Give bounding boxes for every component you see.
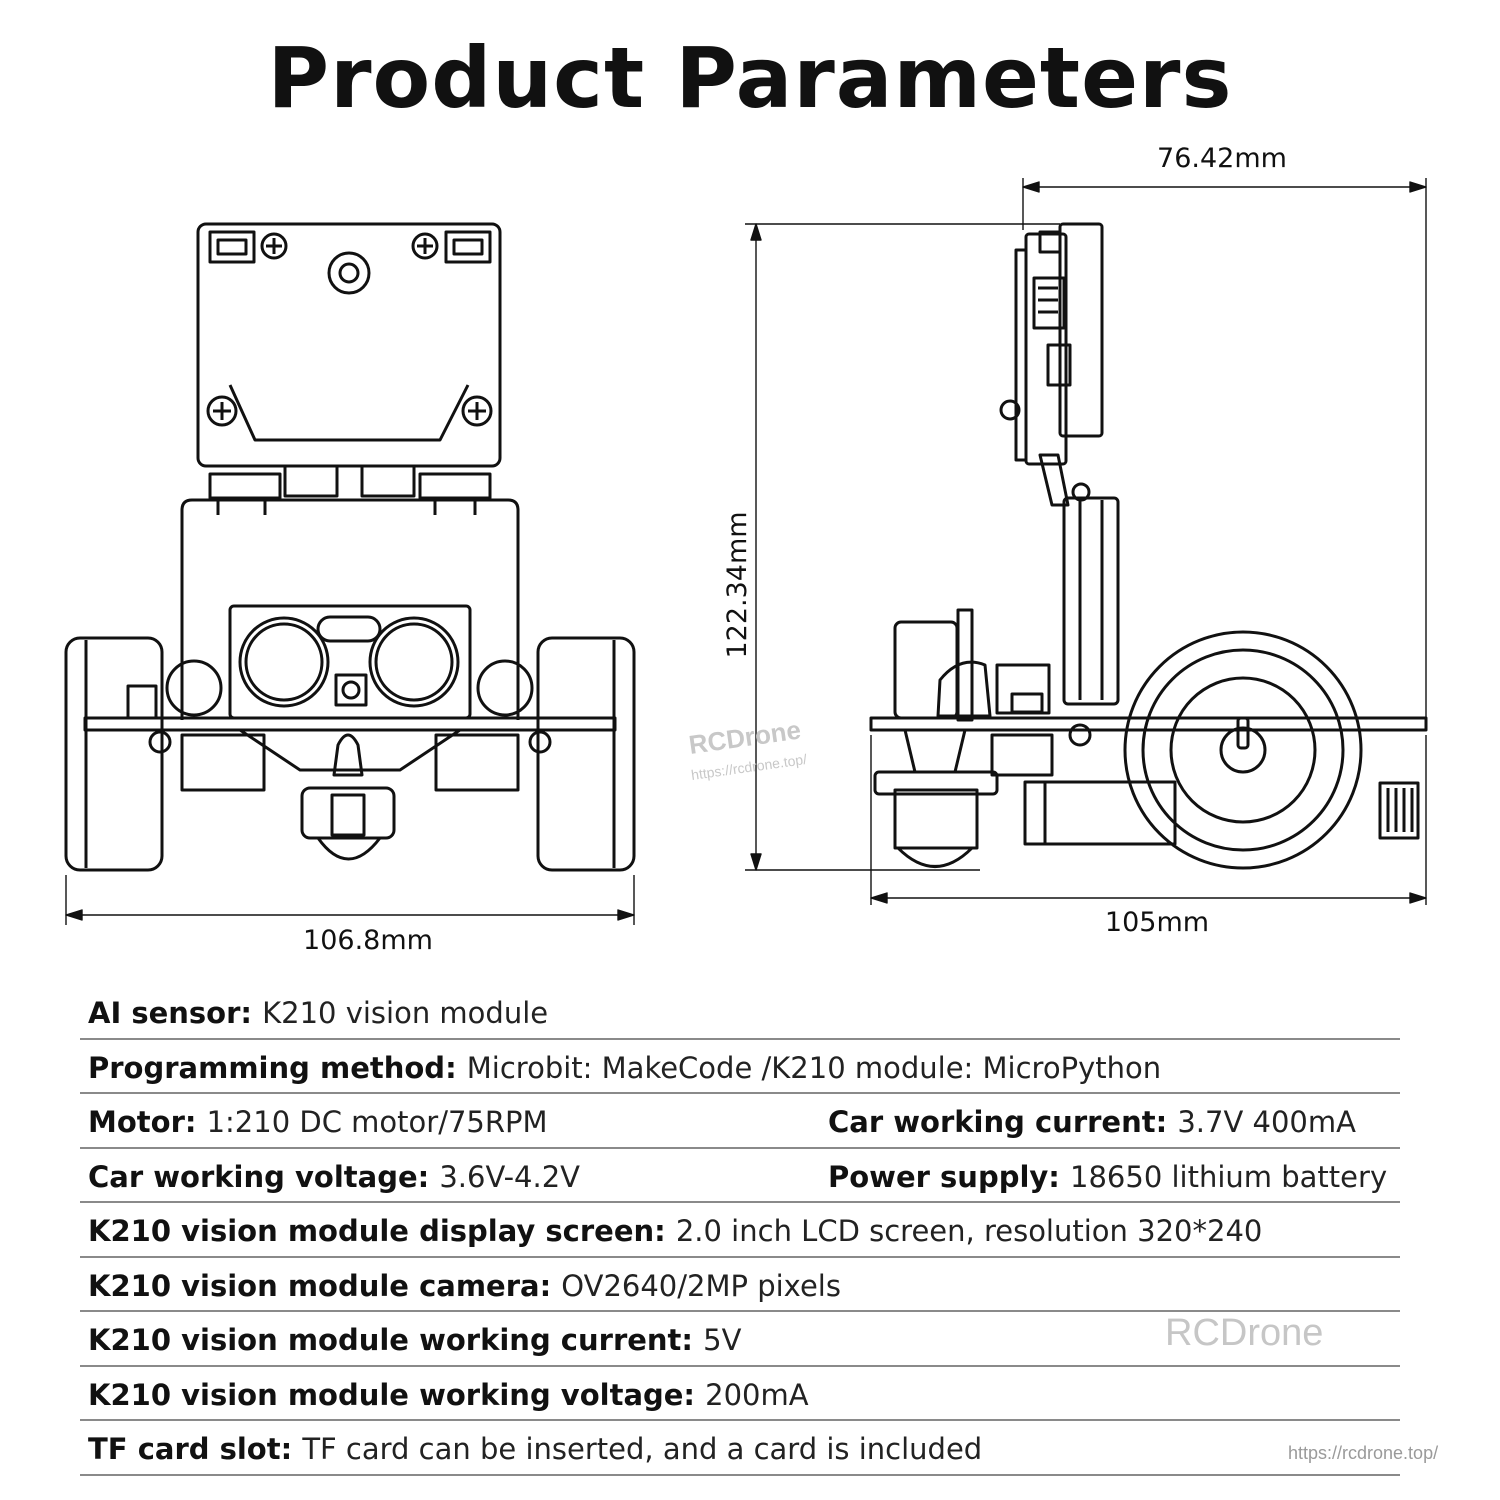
spec-row: K210 vision module working current: 5V <box>80 1312 1400 1367</box>
spec-cell: Motor: 1:210 DC motor/75RPM <box>88 1096 548 1148</box>
spec-value: 3.6V-4.2V <box>439 1159 581 1194</box>
spec-label: Car working voltage: <box>88 1159 430 1194</box>
spec-row: K210 vision module working voltage: 200mA <box>80 1367 1400 1421</box>
side-view-robot-car <box>869 222 1428 870</box>
spec-label: K210 vision module display screen: <box>88 1214 666 1248</box>
spec-label: Power supply: <box>828 1159 1060 1194</box>
spec-label: Car working current: <box>828 1105 1168 1139</box>
spec-cell: Power supply: 18650 lithium battery <box>828 1151 1387 1203</box>
spec-row: Motor: 1:210 DC motor/75RPM Car working cu… <box>80 1094 1400 1149</box>
spec-cell: K210 vision module camera: OV2640/2MP pix… <box>88 1260 841 1312</box>
spec-label: Motor: <box>88 1105 197 1139</box>
product-dimension-diagram: 106.8mm 105mm 76.42mm 122.34mm RCDrone h… <box>64 143 1428 956</box>
side-width-label: 105mm <box>1105 907 1209 938</box>
spec-cell: TF card slot: TF card can be inserted, an… <box>88 1423 982 1475</box>
spec-value: Microbit: MakeCode /K210 module: MicroPy… <box>466 1050 1162 1085</box>
spec-cell: Programming method: Microbit: MakeCode /K… <box>88 1042 1161 1094</box>
spec-value: 18650 lithium battery <box>1070 1159 1388 1194</box>
spec-value: K210 vision module <box>262 996 549 1030</box>
spec-row: Car working voltage: 3.6V-4.2V Power suppl… <box>80 1149 1400 1203</box>
spec-label: K210 vision module working voltage: <box>88 1377 696 1412</box>
spec-cell: K210 vision module working current: 5V <box>88 1314 741 1366</box>
spec-row: AI sensor: K210 vision module <box>80 985 1400 1040</box>
spec-value: 1:210 DC motor/75RPM <box>206 1105 548 1139</box>
spec-row: K210 vision module camera: OV2640/2MP pix… <box>80 1258 1400 1312</box>
spec-label: AI sensor: <box>88 996 252 1030</box>
spec-label: Programming method: <box>88 1050 457 1085</box>
spec-cell: Car working voltage: 3.6V-4.2V <box>88 1151 580 1203</box>
spec-row: TF card slot: TF card can be inserted, an… <box>80 1421 1400 1476</box>
spec-value: 3.7V 400mA <box>1177 1105 1356 1139</box>
front-view-robot-car <box>64 222 636 872</box>
height-label: 122.34mm <box>722 511 753 658</box>
spec-label: K210 vision module working current: <box>88 1323 694 1357</box>
table-watermark: RCDrone <box>1165 1312 1324 1354</box>
dimension-lines <box>65 178 1427 925</box>
spec-label: K210 vision module camera: <box>88 1268 552 1303</box>
spec-value: TF card can be inserted, and a card is i… <box>302 1432 983 1466</box>
spec-value: 200mA <box>705 1377 809 1412</box>
spec-label: TF card slot: <box>88 1432 293 1466</box>
footer-url-watermark: https://rcdrone.top/ <box>1288 1443 1439 1463</box>
spec-cell: K210 vision module display screen: 2.0 in… <box>88 1205 1262 1257</box>
spec-value: OV2640/2MP pixels <box>561 1268 841 1303</box>
spec-value: 5V <box>703 1323 742 1357</box>
spec-row: Programming method: Microbit: MakeCode /K… <box>80 1040 1400 1094</box>
spec-row: K210 vision module display screen: 2.0 in… <box>80 1203 1400 1258</box>
spec-cell: Car working current: 3.7V 400mA <box>828 1096 1356 1148</box>
front-width-label: 106.8mm <box>303 925 433 956</box>
page-title: Product Parameters <box>267 29 1233 127</box>
spec-cell: K210 vision module working voltage: 200mA <box>88 1369 809 1421</box>
spec-value: 2.0 inch LCD screen, resolution 320*240 <box>675 1214 1263 1248</box>
diagram-watermark: RCDrone https://rcdrone.top/ <box>687 715 808 783</box>
top-depth-label: 76.42mm <box>1157 143 1287 174</box>
spec-cell: AI sensor: K210 vision module <box>88 987 548 1039</box>
